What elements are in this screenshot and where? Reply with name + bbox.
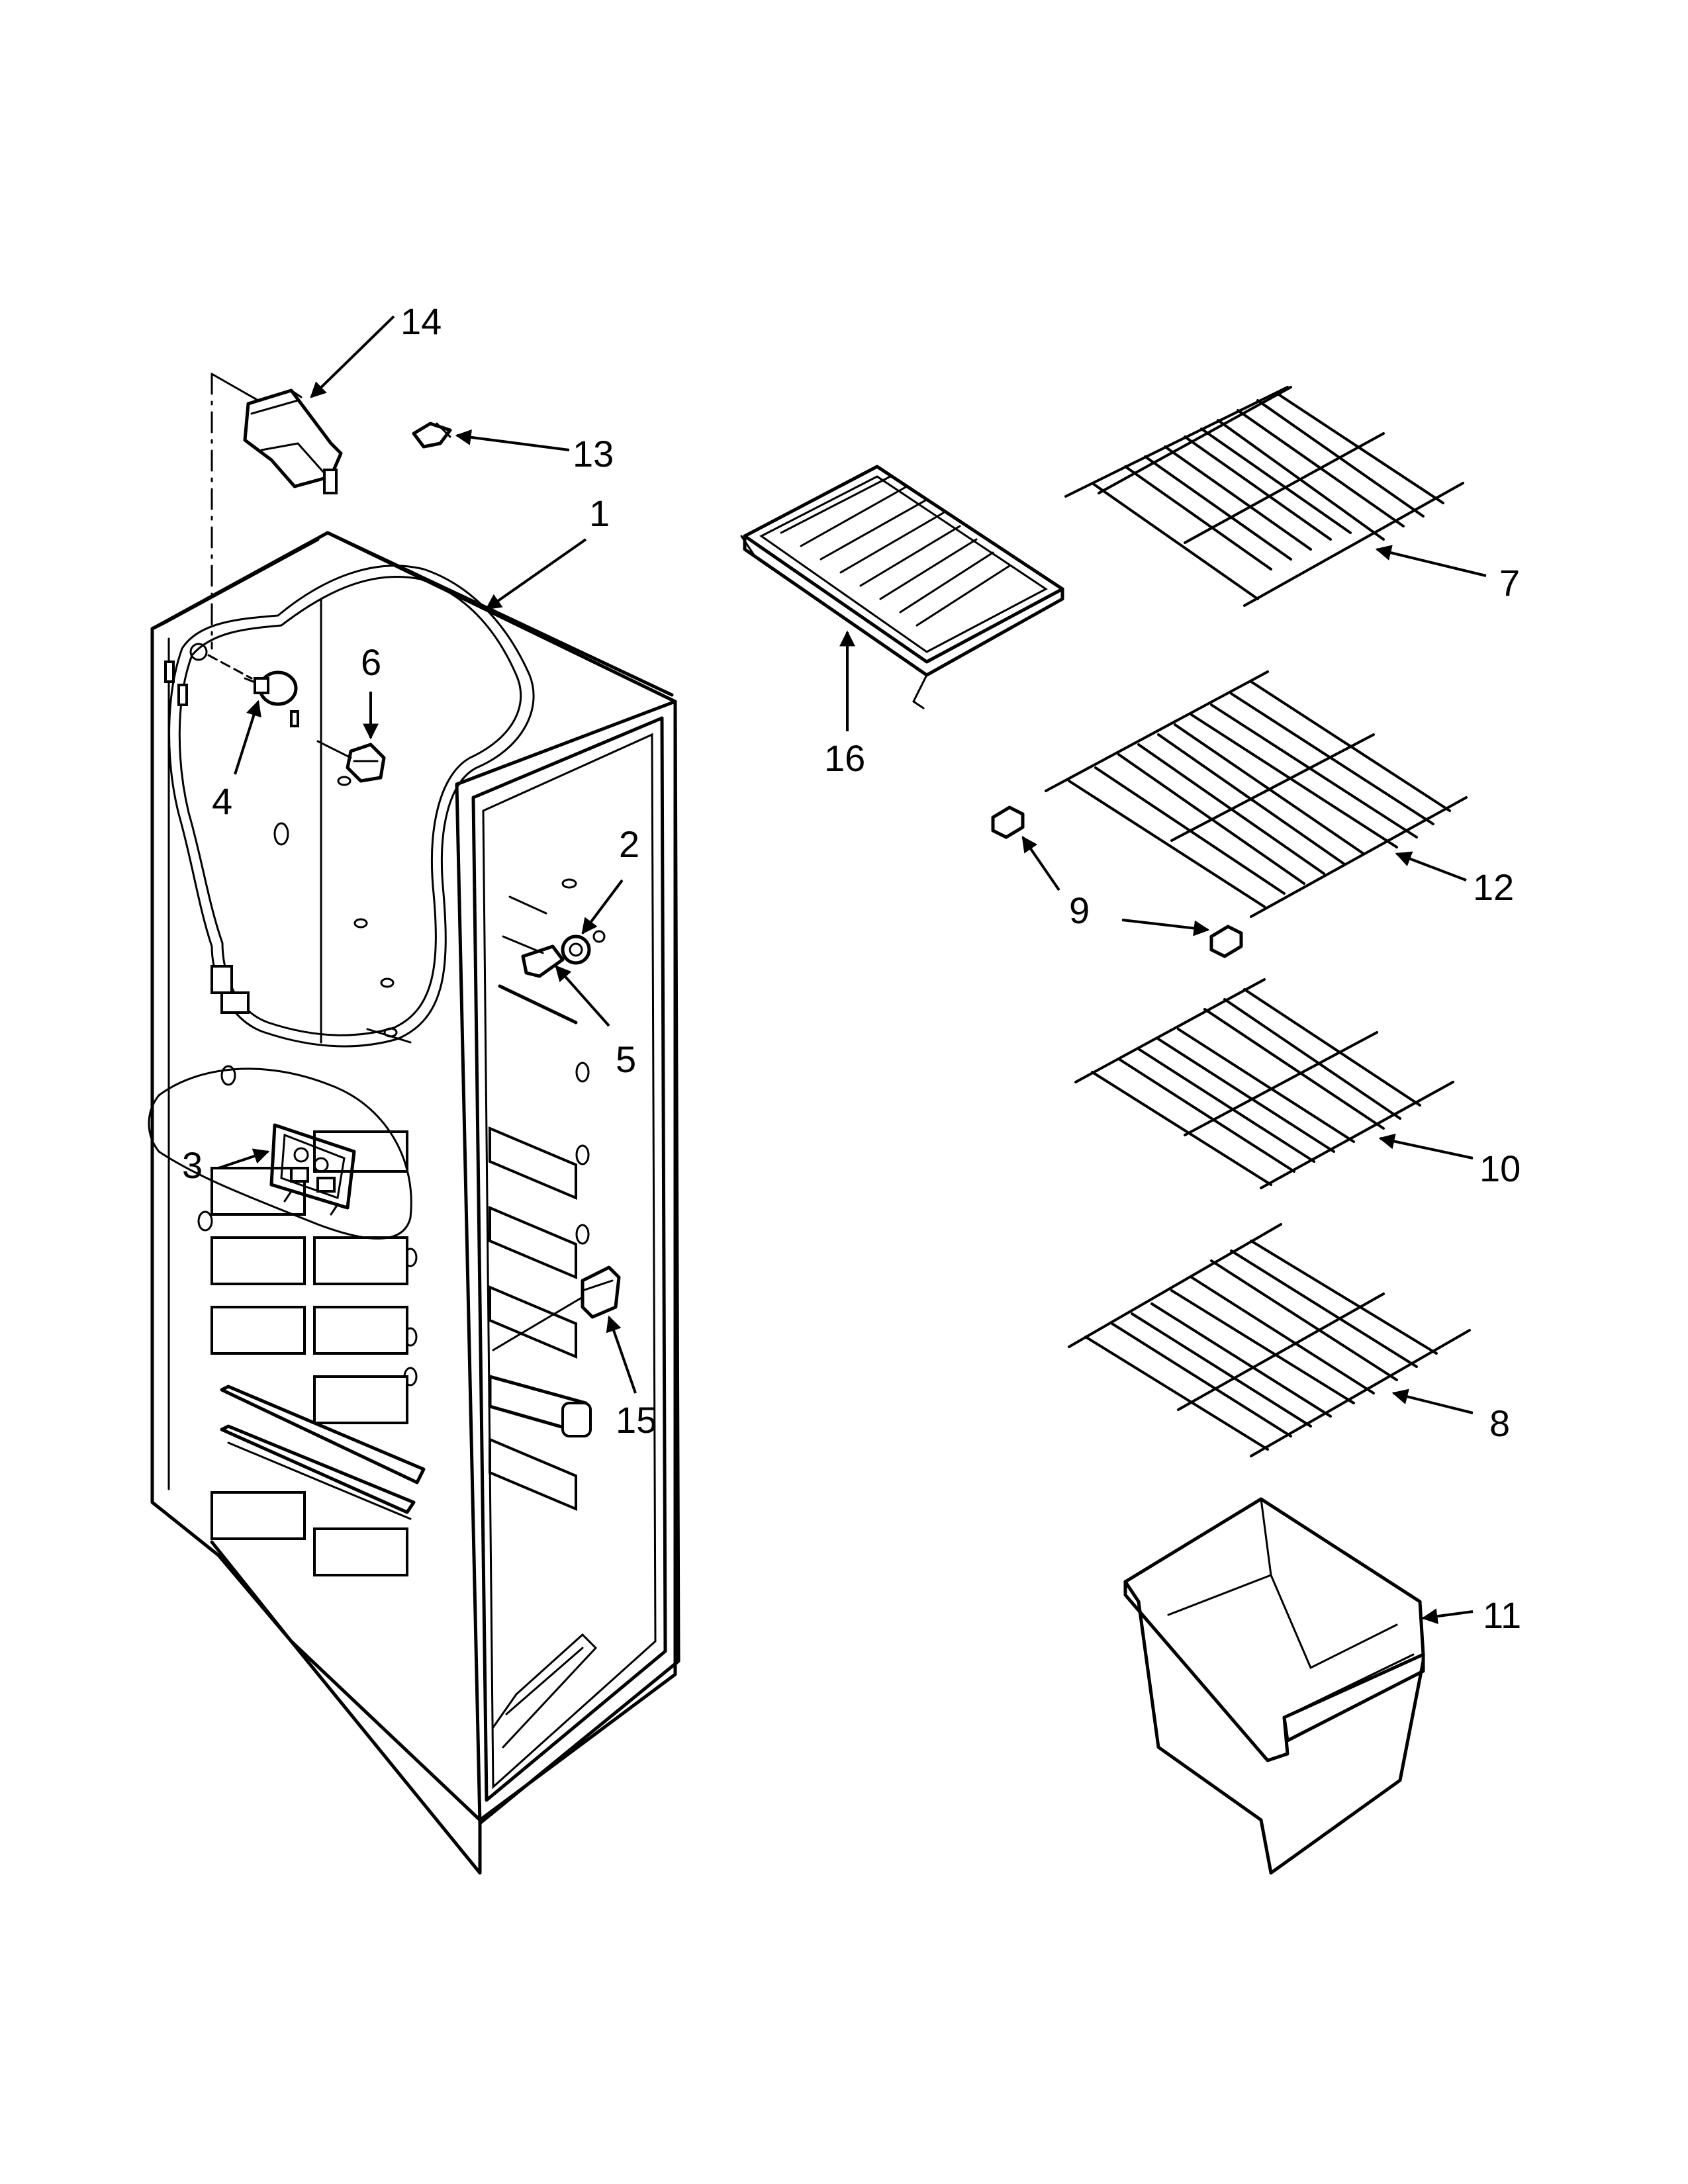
leader-lines — [218, 315, 1487, 1625]
callout-3: 3 — [182, 1144, 203, 1186]
callout-9: 9 — [1069, 889, 1090, 931]
thermostat-part-2-5 — [521, 930, 606, 978]
callout-2: 2 — [619, 823, 639, 865]
callout-13: 13 — [573, 433, 614, 475]
switch-part-15 — [492, 1265, 621, 1351]
callout-labels: 14 13 1 6 4 2 5 3 15 16 7 12 9 10 8 11 — [182, 300, 1521, 1636]
callout-10: 10 — [1479, 1148, 1521, 1189]
callout-16: 16 — [824, 737, 865, 779]
screw-part-13 — [412, 422, 452, 449]
wire-shelf-part-7 — [1064, 386, 1464, 607]
wire-shelf-part-10 — [1074, 978, 1454, 1189]
callout-5: 5 — [616, 1038, 636, 1080]
storage-bin-part-11 — [1123, 1497, 1425, 1875]
callout-15: 15 — [616, 1399, 657, 1441]
callout-11: 11 — [1483, 1594, 1521, 1636]
wire-shelf-part-12 — [991, 670, 1468, 958]
callout-8: 8 — [1489, 1402, 1510, 1444]
callout-4: 4 — [212, 780, 232, 822]
callout-1: 1 — [589, 492, 610, 534]
knob-part-4 — [189, 643, 298, 706]
clip-part-6 — [316, 740, 386, 783]
control-panel-part-3 — [148, 1068, 412, 1240]
wire-shelf-part-8 — [1068, 1223, 1471, 1457]
callout-7: 7 — [1499, 562, 1520, 604]
tray-shelf-part-16 — [740, 465, 1064, 709]
bracket-part-14 — [243, 388, 343, 494]
callout-12: 12 — [1473, 866, 1514, 908]
freezer-liner — [150, 373, 680, 1875]
callout-14: 14 — [400, 300, 442, 342]
callout-6: 6 — [361, 641, 381, 683]
